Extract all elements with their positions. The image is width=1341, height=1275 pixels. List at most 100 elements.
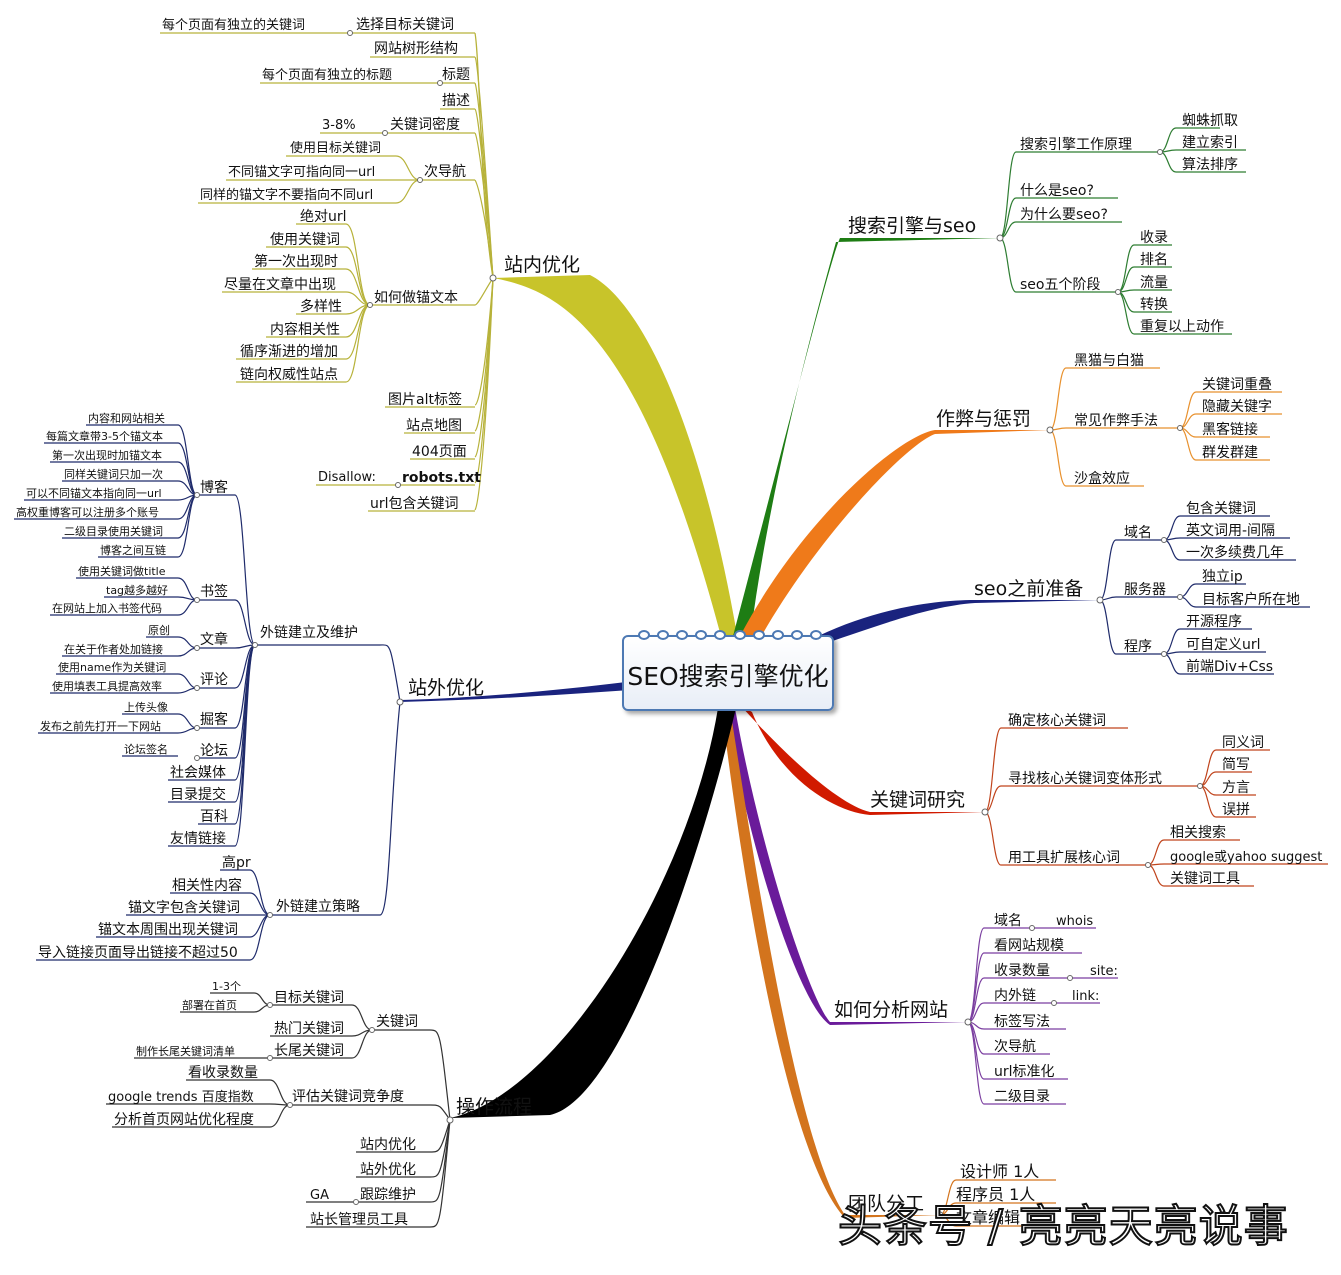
main-branches <box>400 238 1100 1218</box>
node: GA <box>310 1188 329 1203</box>
node: 目录提交 <box>170 786 226 803</box>
node: 不同锚文字可指向同一url <box>228 164 375 180</box>
branch-zuobi <box>738 430 1050 642</box>
node: 论坛签名 <box>124 742 168 756</box>
node: 收录数量 <box>994 963 1050 979</box>
node: site: <box>1090 964 1118 979</box>
label-zhunbei: seo之前准备 <box>974 578 1083 600</box>
label-zuobi: 作弊与惩罚 <box>936 408 1031 430</box>
watermark: 头条号 / 亮亮天亮说事 <box>837 1200 1289 1253</box>
node: 为什么要seo? <box>1020 207 1108 223</box>
central-topic[interactable]: SEO搜索引擎优化 <box>622 630 834 711</box>
node: 评估关键词竞争度 <box>292 1088 404 1105</box>
node: 关键词 <box>376 1014 418 1030</box>
node: 在关于作者处加链接 <box>64 642 163 656</box>
node: 热门关键词 <box>274 1021 344 1037</box>
node: 博客之间互链 <box>100 543 166 557</box>
label-caozuo: 操作流程 <box>456 1096 532 1118</box>
node: 外链建立及维护 <box>260 625 358 641</box>
node: 高权重博客可以注册多个账号 <box>16 505 159 519</box>
node: 独立ip <box>1202 569 1243 585</box>
branch-zhannei <box>493 275 738 640</box>
node: 在网站上加入书签代码 <box>52 601 162 615</box>
branch-sousuo <box>732 238 1000 640</box>
node: 高pr <box>222 854 251 871</box>
node: 1-3个 <box>212 980 241 993</box>
node: 使用填表工具提高效率 <box>52 679 162 693</box>
branch-zhanwai <box>400 682 630 702</box>
node: 黑猫与白猫 <box>1074 353 1144 369</box>
node: link: <box>1072 989 1099 1004</box>
node: 导入链接页面导出链接不超过50 <box>38 944 238 961</box>
node: 描述 <box>442 93 470 109</box>
node: 群发群建 <box>1202 445 1258 461</box>
node: 原创 <box>148 624 170 637</box>
node: 社会媒体 <box>170 765 226 781</box>
node: 相关性内容 <box>172 877 242 894</box>
node: 设计师 1人 <box>960 1162 1039 1181</box>
node: 蜘蛛抓取 <box>1182 113 1238 129</box>
label-fenxi: 如何分析网站 <box>834 999 948 1021</box>
node: 多样性 <box>300 298 342 315</box>
node: 目标客户所在地 <box>1202 591 1300 608</box>
node: 网站树形结构 <box>374 41 458 57</box>
node: 可以不同锚文本指向同一url <box>26 486 162 500</box>
node: 看网站规模 <box>994 938 1064 954</box>
node: 第一次出现时加锚文本 <box>52 448 162 462</box>
node: 站长管理员工具 <box>310 1212 408 1228</box>
node: 选择目标关键词 <box>356 17 454 33</box>
node: 分析首页网站优化程度 <box>114 1112 254 1128</box>
node: tag越多越好 <box>106 583 168 597</box>
node: 收录 <box>1140 230 1168 246</box>
node: 域名 <box>1124 525 1152 541</box>
node: 外链建立策略 <box>276 898 360 915</box>
node: 站内优化 <box>360 1137 416 1153</box>
node: 第一次出现时 <box>254 253 338 270</box>
node: 绝对url <box>300 209 347 225</box>
node: 同样的锚文字不要指向不同url <box>200 187 373 203</box>
node: 使用关键词做title <box>78 564 166 578</box>
node: 简写 <box>1222 756 1250 773</box>
branch-guanjianci <box>740 705 985 815</box>
node: 锚文本周围出现关键词 <box>98 922 238 938</box>
node: 沙盒效应 <box>1074 470 1130 487</box>
node: 隐藏关键字 <box>1202 399 1272 415</box>
node: 每个页面有独立的关键词 <box>162 17 305 33</box>
node: 次导航 <box>994 1039 1036 1055</box>
node: 关键词密度 <box>390 116 460 133</box>
node: 一次多续费几年 <box>1186 544 1284 561</box>
node: 标题 <box>442 67 470 83</box>
node: 常见作弊手法 <box>1074 413 1158 429</box>
node: 每篇文章带3-5个锚文本 <box>46 429 163 443</box>
node: url标准化 <box>994 1064 1055 1080</box>
node: google trends 百度指数 <box>108 1089 254 1105</box>
label-sousuo: 搜索引擎与seo <box>848 215 976 237</box>
node: 文章 <box>200 631 228 648</box>
node: 图片alt标签 <box>388 391 462 408</box>
node: 博客 <box>200 479 228 496</box>
branch-tuandui <box>722 708 940 1218</box>
node: 使用name作为关键词 <box>58 660 166 674</box>
node: 可自定义url <box>1186 637 1261 653</box>
node: 长尾关键词 <box>274 1043 344 1059</box>
node: 链向权威性站点 <box>240 367 338 383</box>
node: 尽量在文章中出现 <box>224 276 336 293</box>
node: 锚文字包含关键词 <box>128 900 240 916</box>
label-tuandui: 团队分工 <box>848 1193 924 1215</box>
node: google或yahoo suggest <box>1170 850 1322 865</box>
node: 制作长尾关键词清单 <box>136 1044 235 1058</box>
node: 什么是seo? <box>1020 183 1094 199</box>
junction-dots <box>194 30 1203 1219</box>
node: Disallow: <box>318 470 376 485</box>
node: url包含关键词 <box>370 496 459 512</box>
branch-zhunbei <box>810 600 1100 646</box>
label-zhannei: 站内优化 <box>504 254 580 276</box>
node: 404页面 <box>412 444 467 460</box>
node: whois <box>1056 914 1093 929</box>
node: 服务器 <box>1124 582 1166 598</box>
node: seo五个阶段 <box>1020 277 1100 293</box>
node: 使用关键词 <box>270 231 340 248</box>
node: 3-8% <box>322 118 356 133</box>
